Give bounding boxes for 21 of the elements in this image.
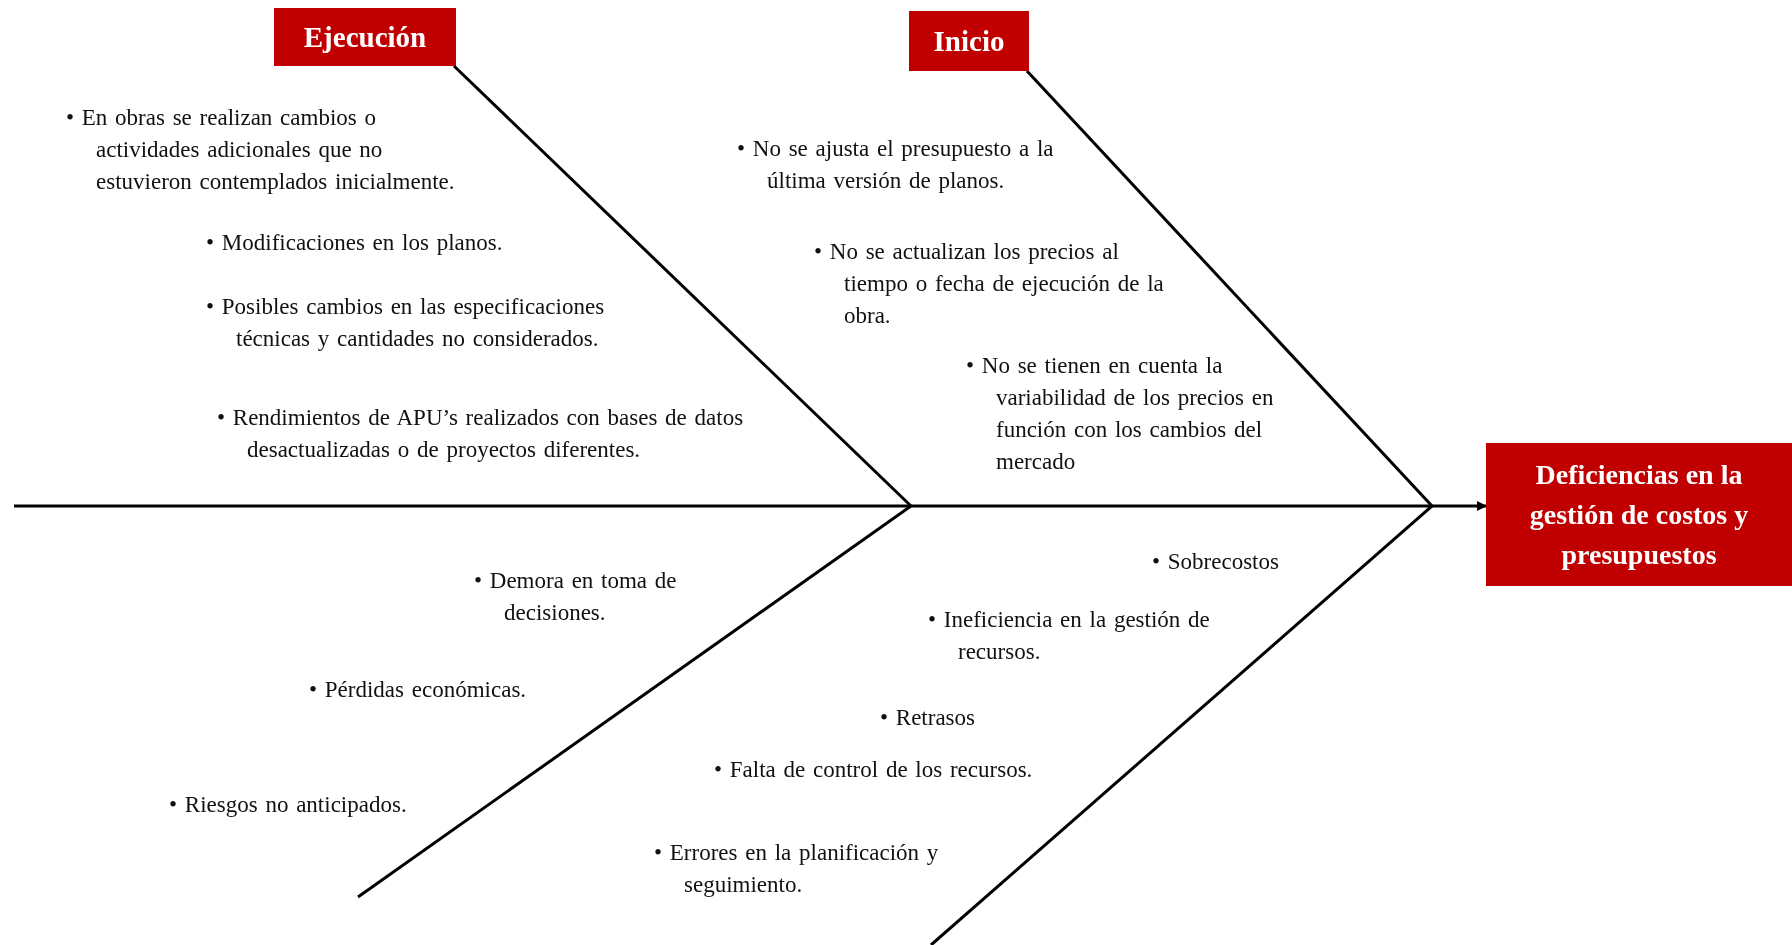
bullet-text: • Posibles cambios en las especificaciones técnicas y cantidades no considerados. (206, 293, 606, 353)
effect-box: Deficiencias en la gestión de costos y presupuestos (1486, 443, 1792, 586)
bullet-text: • Sobrecostos (1152, 548, 1280, 576)
bullet-text: • En obras se realizan cambios o actividades adicionales que no estuvieron contemplados inicialmente. (66, 104, 456, 196)
bullet-text: • Riesgos no anticipados. (169, 791, 408, 819)
bullet-text: • No se tienen en cuenta la variabilidad de los precios en función con los cambios del mercado (966, 352, 1275, 476)
bullet-text: • Retrasos (880, 704, 976, 732)
bullet-text: • Errores en la planificación y seguimiento. (654, 839, 940, 899)
bullet-text: • Demora en toma de decisiones. (474, 567, 678, 627)
bone-line (452, 64, 913, 508)
bullet-text: • Falta de control de los recursos. (714, 756, 1034, 784)
category-box: Inicio (909, 11, 1029, 71)
category-box: Ejecución (274, 8, 456, 66)
spine-arrow (14, 501, 1487, 511)
bullet-text: • Pérdidas económicas. (309, 676, 528, 704)
bullet-text: • No se actualizan los precios al tiempo o fecha de ejecución de la obra. (814, 238, 1165, 330)
bullet-text: • No se ajusta el presupuesto a la última versión de planos. (737, 135, 1055, 195)
bullet-text: • Modificaciones en los planos. (206, 229, 504, 257)
bone-line (1025, 69, 1434, 508)
bullet-text: • Ineficiencia en la gestión de recursos. (928, 606, 1211, 666)
bullet-text: • Rendimientos de APU’s realizados con bases de datos desactualizadas o de proyectos diferentes. (217, 404, 745, 464)
